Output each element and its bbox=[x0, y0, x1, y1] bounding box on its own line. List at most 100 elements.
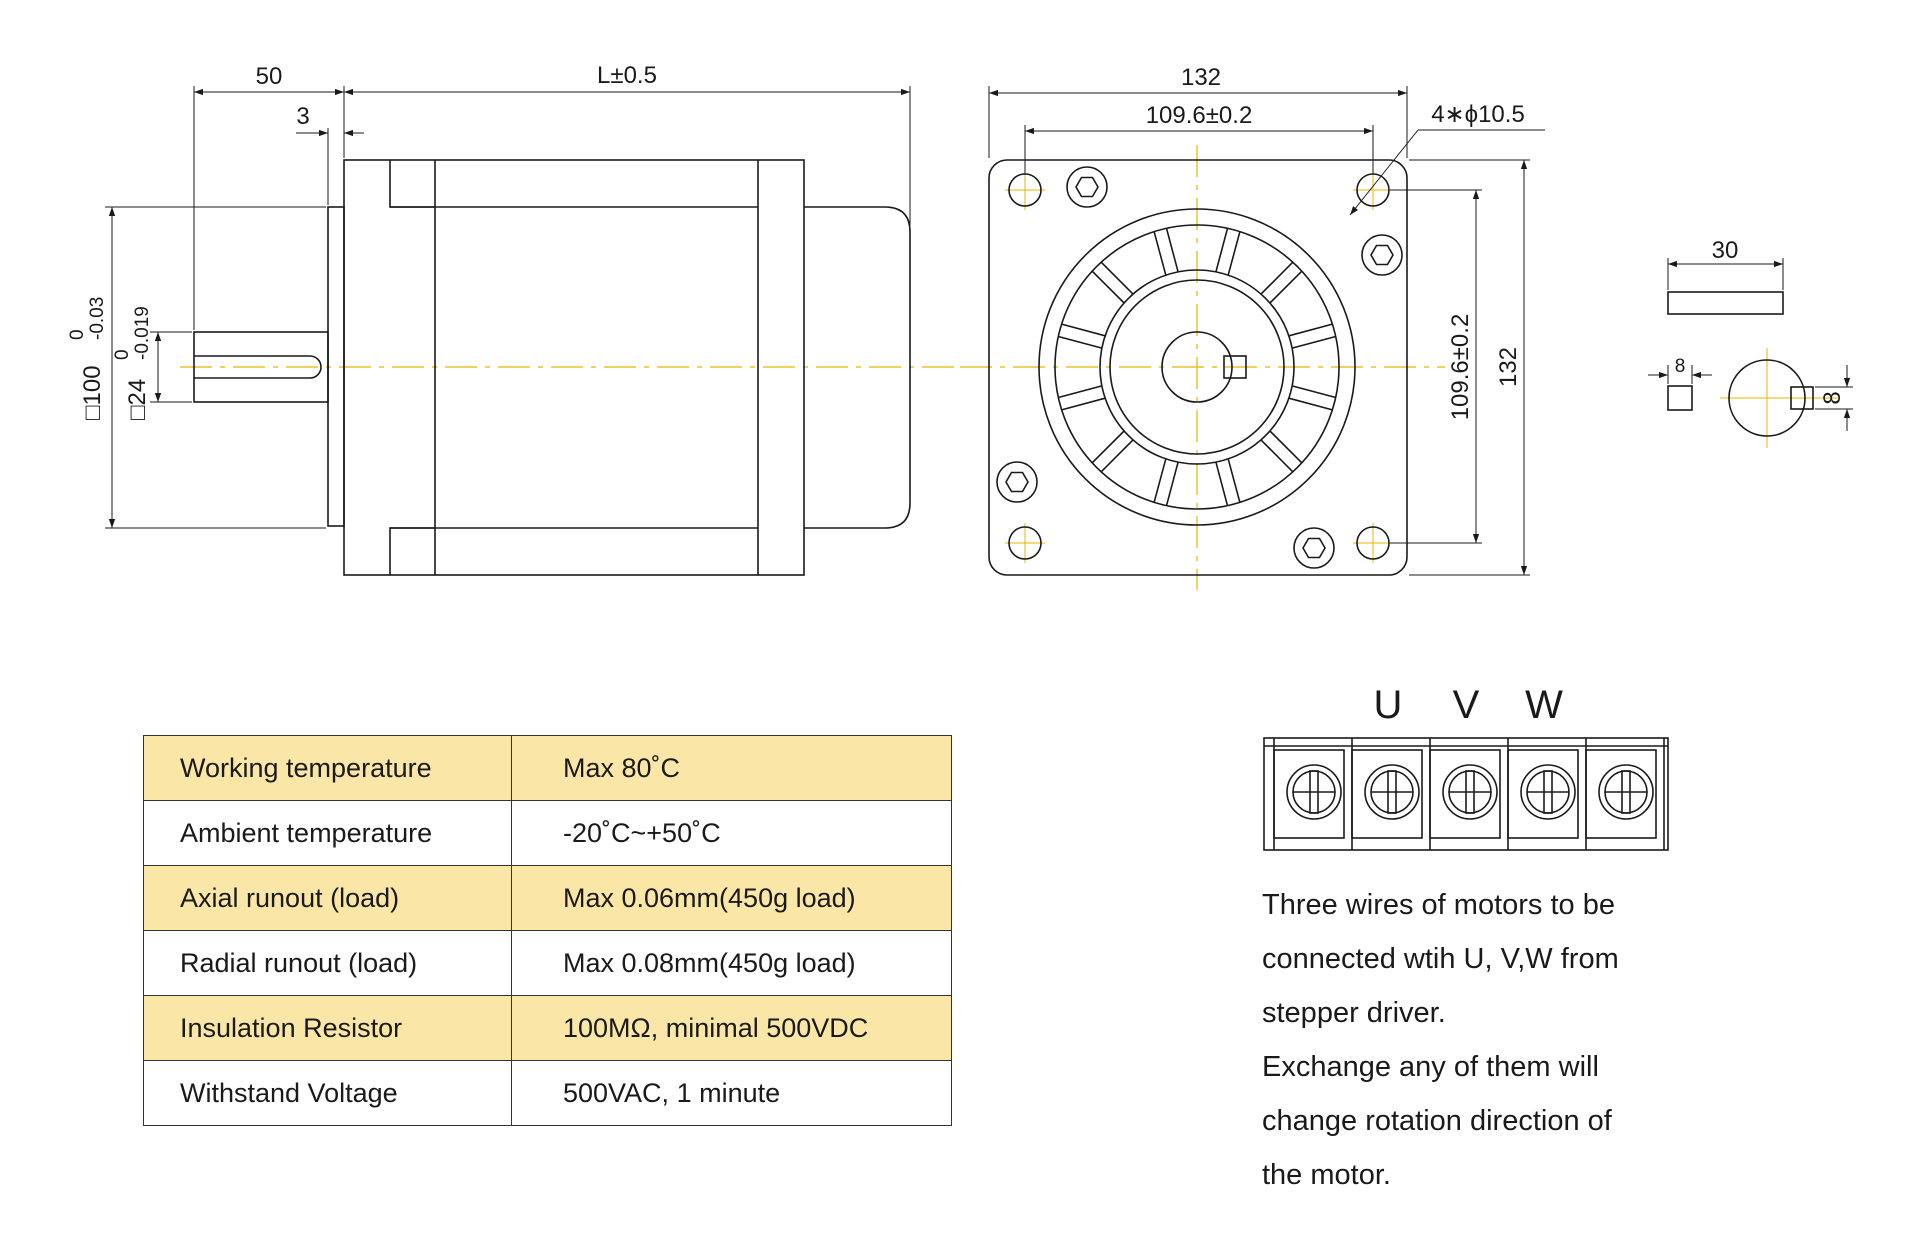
rotor-spoke bbox=[1260, 439, 1294, 473]
screw-slot bbox=[1543, 770, 1553, 814]
spec-value: Max 0.08mm(450g load) bbox=[511, 930, 952, 996]
terminal-cell bbox=[1273, 749, 1345, 839]
body-detail-bottom bbox=[389, 527, 435, 575]
key-detail bbox=[1648, 258, 1853, 448]
rotor-spoke bbox=[1165, 228, 1179, 273]
hub-outer bbox=[1099, 269, 1295, 465]
rotor-spoke bbox=[1291, 385, 1336, 399]
hex-screw bbox=[996, 461, 1038, 503]
rotor-spoke bbox=[1153, 458, 1167, 503]
dim-step: 3 bbox=[296, 103, 309, 130]
wiring-note-line: stepper driver. bbox=[1262, 997, 1446, 1029]
hub-inner bbox=[1109, 279, 1285, 455]
dim-shaft-length: 50 bbox=[256, 63, 283, 90]
rotor-spoke bbox=[1227, 231, 1241, 276]
spec-label: Ambient temperature bbox=[143, 800, 512, 866]
rotor-spoke bbox=[1091, 270, 1125, 304]
rotor-spoke bbox=[1291, 335, 1336, 349]
mounting-hole bbox=[1008, 526, 1042, 560]
spec-label: Working temperature bbox=[143, 735, 512, 801]
flange-plate bbox=[988, 159, 1408, 576]
spec-value: 100MΩ, minimal 500VDC bbox=[511, 995, 952, 1061]
dim-hole-spacing-h: 109.6±0.2 bbox=[1146, 102, 1253, 129]
spec-label: Insulation Resistor bbox=[143, 995, 512, 1061]
rotor-spoke bbox=[1061, 397, 1106, 411]
front-view bbox=[960, 86, 1545, 590]
spec-label: Withstand Voltage bbox=[143, 1060, 512, 1126]
dim-holes: 4∗ϕ10.5 bbox=[1431, 101, 1525, 128]
keyway-section bbox=[1790, 386, 1814, 410]
dim-key-width: 8 bbox=[1675, 356, 1686, 377]
terminal-label-u: U bbox=[1374, 683, 1403, 727]
rotor-spoke bbox=[1215, 228, 1229, 273]
terminal-cell bbox=[1429, 749, 1501, 839]
side-view-labels: 50 L±0.5 3 □100 0 -0.03 □24 0 -0.019 bbox=[67, 62, 657, 420]
mounting-hole bbox=[1356, 526, 1390, 560]
key-top-view bbox=[1667, 291, 1784, 315]
spec-row: Insulation Resistor 100MΩ, minimal 500VD… bbox=[143, 995, 952, 1061]
spec-value: Max 80˚C bbox=[511, 735, 952, 801]
rotor-spoke bbox=[1058, 335, 1103, 349]
wiring-note-line: change rotation direction of bbox=[1262, 1105, 1612, 1137]
shaft-section bbox=[1728, 359, 1806, 437]
rotor-spoke bbox=[1091, 430, 1125, 464]
hex-screw bbox=[1293, 527, 1335, 569]
rotor-spoke bbox=[1260, 261, 1294, 295]
rotor-spoke bbox=[1100, 439, 1134, 473]
rotor-spokes bbox=[1058, 228, 1336, 506]
screw-slot bbox=[1465, 770, 1475, 814]
dim-shaft-tol-lower: -0.019 bbox=[132, 306, 153, 360]
spec-row: Working temperature Max 80˚C bbox=[143, 735, 952, 801]
screw-slot bbox=[1387, 770, 1397, 814]
spec-row: Ambient temperature -20˚C~+50˚C bbox=[143, 800, 952, 866]
dim-flange-tol-upper: 0 bbox=[67, 329, 88, 340]
dim-key-length: 30 bbox=[1712, 237, 1739, 264]
dim-shaft-tol-upper: 0 bbox=[112, 349, 133, 360]
rotor-spoke bbox=[1288, 323, 1333, 337]
wiring-note: Three wires of motors to be connected wt… bbox=[1262, 878, 1782, 1202]
wiring-note-line: connected wtih U, V,W from bbox=[1262, 943, 1619, 975]
hex-screw bbox=[1361, 234, 1403, 276]
terminal-labels: U V W bbox=[1374, 683, 1564, 727]
rotor-spoke bbox=[1215, 461, 1229, 506]
screw-slot bbox=[1621, 770, 1631, 814]
terminal-cell bbox=[1351, 749, 1423, 839]
terminal-screw bbox=[1442, 764, 1498, 820]
rotor-spoke bbox=[1100, 261, 1134, 295]
terminal-base bbox=[1263, 737, 1669, 851]
rotor-spoke bbox=[1269, 430, 1303, 464]
side-view bbox=[105, 86, 960, 576]
rotor-spoke bbox=[1227, 458, 1241, 503]
dim-body-length: L±0.5 bbox=[597, 62, 657, 89]
outer-ring bbox=[1038, 208, 1356, 526]
rotor-spoke bbox=[1058, 385, 1103, 399]
shaft-key bbox=[1223, 355, 1247, 379]
key-detail-labels: 30 8 8 bbox=[1675, 237, 1846, 405]
spec-table: Working temperature Max 80˚C Ambient tem… bbox=[143, 735, 952, 1126]
rotor-spoke bbox=[1269, 270, 1303, 304]
terminal-label-v: V bbox=[1453, 683, 1480, 727]
rotor-spoke bbox=[1061, 323, 1106, 337]
terminal-screw bbox=[1520, 764, 1576, 820]
wiring-note-line: the motor. bbox=[1262, 1159, 1391, 1191]
dim-shaft-dia: □24 bbox=[124, 379, 151, 420]
body-detail-top bbox=[389, 160, 435, 208]
dim-hole-spacing-v: 109.6±0.2 bbox=[1447, 314, 1474, 421]
key-end-view bbox=[1667, 385, 1693, 411]
terminal-block bbox=[1263, 737, 1669, 851]
inner-ring bbox=[1054, 224, 1340, 510]
wiring-note-line: Three wires of motors to be bbox=[1262, 889, 1615, 921]
rear-cap bbox=[804, 206, 911, 529]
terminal-cells bbox=[1264, 738, 1668, 850]
terminal-label-w: W bbox=[1525, 683, 1563, 727]
spec-row: Radial runout (load) Max 0.08mm(450g loa… bbox=[143, 930, 952, 996]
dim-flange-square: □100 bbox=[79, 365, 106, 420]
terminal-screw bbox=[1598, 764, 1654, 820]
terminal-cell bbox=[1585, 749, 1657, 839]
shaft-end bbox=[1161, 331, 1233, 403]
dim-keyway-width: 8 bbox=[1819, 391, 1846, 404]
screw-slot bbox=[1309, 770, 1319, 814]
spec-label: Radial runout (load) bbox=[143, 930, 512, 996]
keyway-slot bbox=[194, 355, 322, 379]
